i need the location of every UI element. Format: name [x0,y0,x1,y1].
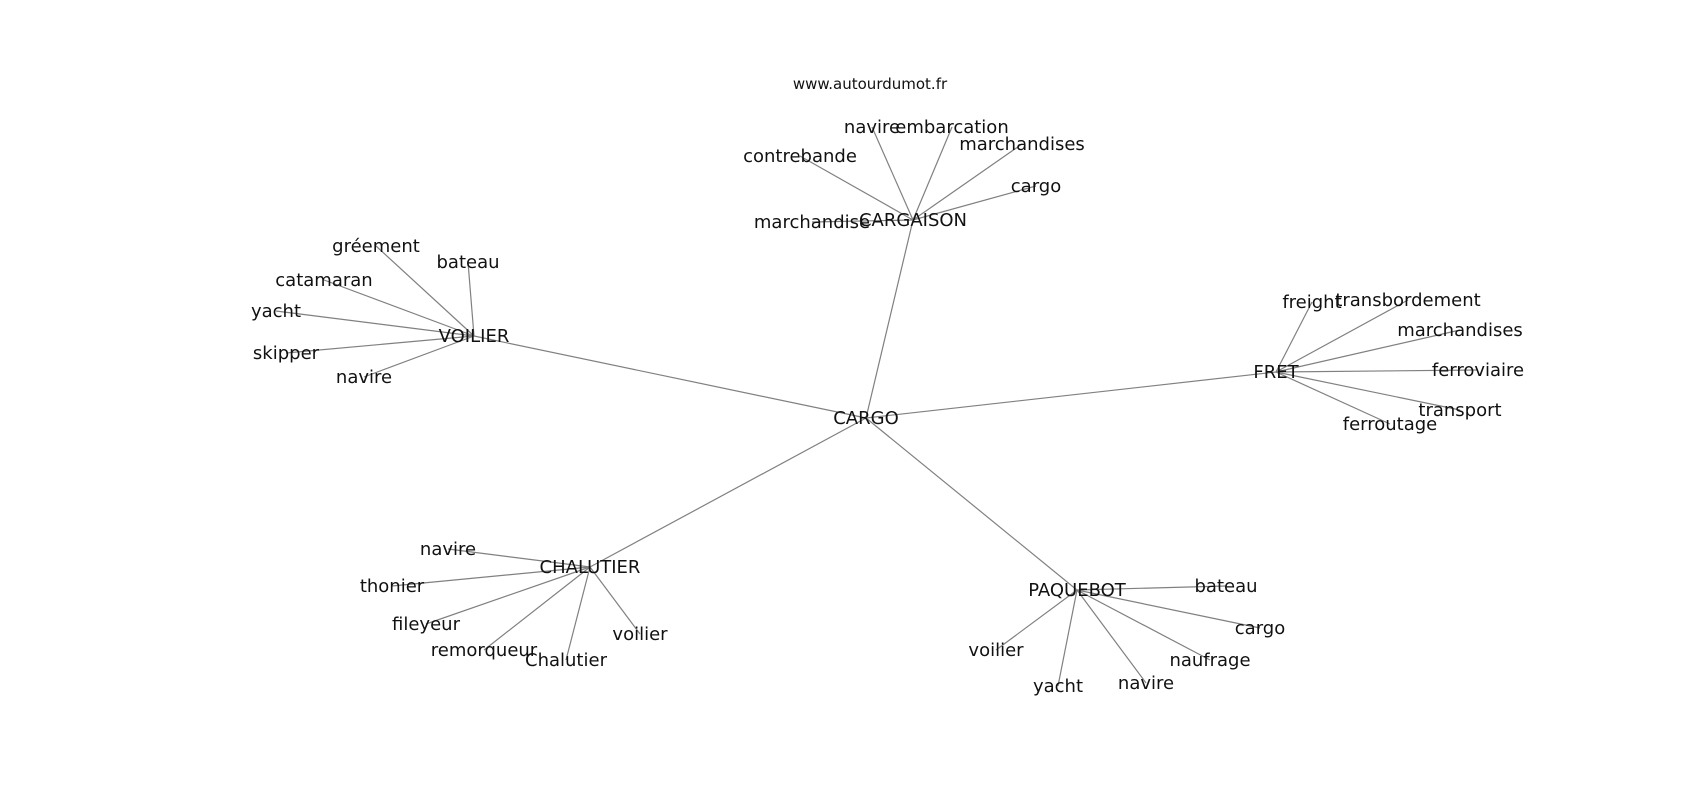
node-leaf-cargaison-5: marchandise [754,212,870,233]
edge-chalutier-3 [483,566,591,651]
edge-paquebot-1 [1076,589,1261,629]
node-leaf-cargaison-3: contrebande [743,146,857,167]
node-leaf-chalutier-4: Chalutier [525,650,608,671]
edge-chalutier-2 [425,566,591,625]
watermark: www.autourdumot.fr [793,75,948,93]
node-leaf-paquebot-1: cargo [1235,618,1285,639]
node-leaf-cargaison-2: marchandises [959,134,1085,155]
edge-paquebot-3 [1076,589,1211,661]
edge-voilier-1 [467,261,475,337]
edge-paquebot-2 [995,589,1078,651]
node-hub-cargaison: CARGAISON [859,210,967,231]
node-hub-paquebot: PAQUEBOT [1028,580,1127,601]
edge-voilier-4 [285,335,475,354]
edge-cargaison-3 [799,155,914,221]
edge-voilier-2 [323,279,475,337]
node-leaf-voilier-3: yacht [251,301,301,322]
edge-cargaison-5 [811,219,914,223]
node-leaf-voilier-2: catamaran [275,270,372,291]
edge-fret-3 [1275,369,1479,373]
edge-center-cargaison [865,219,914,419]
edge-voilier-5 [363,335,475,378]
edge-chalutier-0 [447,548,591,568]
node-leaf-chalutier-3: remorqueur [431,640,538,661]
node-hub-voilier: VOILIER [439,326,510,347]
edge-center-fret [865,371,1277,419]
edge-fret-2 [1275,329,1461,373]
edge-paquebot-0 [1076,585,1227,591]
node-leaf-cargaison-4: cargo [1011,176,1061,197]
edge-fret-5 [1275,371,1391,425]
node-leaf-chalutier-2: fileyeur [392,614,461,635]
edge-chalutier-5 [589,566,641,635]
edge-cargaison-0 [871,126,914,221]
node-hub-fret: FRET [1253,362,1299,383]
node-leaf-voilier-4: skipper [253,343,320,364]
node-leaf-voilier-5: navire [336,367,392,388]
edge-center-voilier [473,335,867,419]
node-center: CARGO [833,408,899,429]
edge-cargaison-4 [912,185,1037,221]
node-leaf-fret-1: transbordement [1335,290,1480,311]
edge-chalutier-4 [565,566,591,661]
edge-chalutier-1 [391,566,591,587]
edges-layer [275,126,1479,687]
edge-voilier-0 [375,245,475,337]
node-leaf-voilier-1: bateau [436,252,499,273]
node-leaf-fret-5: ferroutage [1343,414,1438,435]
node-leaf-fret-4: transport [1418,400,1501,421]
node-leaf-chalutier-0: navire [420,539,476,560]
node-leaf-paquebot-4: yacht [1033,676,1083,697]
node-leaf-fret-3: ferroviaire [1432,360,1524,381]
edge-cargaison-2 [912,143,1023,221]
node-leaf-paquebot-3: naufrage [1169,650,1250,671]
node-leaf-paquebot-2: voilier [968,640,1024,661]
node-leaf-cargaison-0: navire [844,117,900,138]
node-leaf-cargaison-1: embarcation [895,117,1008,138]
node-leaf-chalutier-1: thonier [360,576,425,597]
node-leaf-chalutier-5: voilier [612,624,668,645]
node-leaf-paquebot-0: bateau [1194,576,1257,597]
labels-layer: www.autourdumot.fr CARGOCARGAISONnaviree… [251,75,1524,697]
edge-cargaison-1 [912,126,953,221]
edge-paquebot-4 [1057,589,1078,687]
edge-center-paquebot [865,417,1078,591]
node-leaf-fret-0: freight [1282,292,1341,313]
node-leaf-voilier-0: gréement [332,236,420,257]
edge-center-chalutier [589,417,867,568]
edge-fret-4 [1275,371,1461,411]
node-leaf-fret-2: marchandises [1397,320,1523,341]
edge-voilier-3 [275,310,475,337]
node-leaf-paquebot-5: navire [1118,673,1174,694]
edge-paquebot-5 [1076,589,1147,684]
node-hub-chalutier: CHALUTIER [540,557,641,578]
edge-fret-1 [1275,299,1409,373]
edge-fret-0 [1275,301,1313,373]
